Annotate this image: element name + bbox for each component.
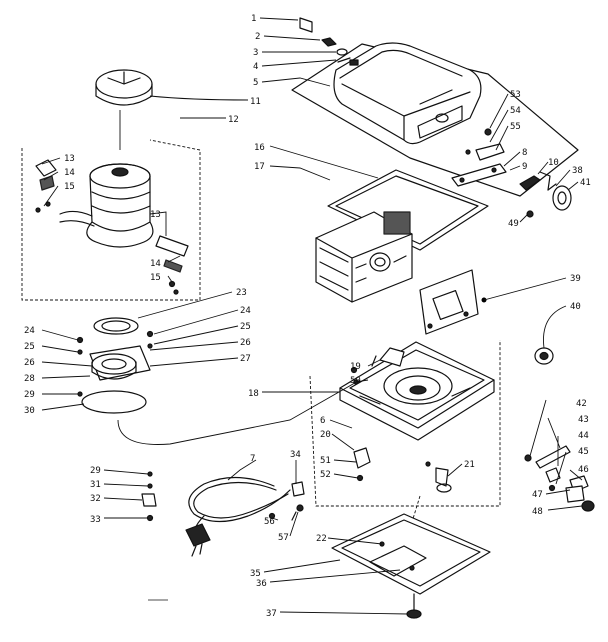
callout-label: 28	[24, 374, 35, 384]
cover-latch-parts	[299, 17, 351, 63]
callout-label: 26	[240, 338, 251, 348]
callout-label: 19	[350, 362, 361, 372]
base-small-parts	[350, 366, 452, 493]
bottom-left-hardware	[141, 471, 157, 522]
callout-label: 26	[24, 358, 35, 368]
motor-brush-right	[155, 235, 189, 295]
motor-group-outline	[21, 139, 201, 301]
callout-label: 32	[90, 494, 101, 504]
callout-label: 41	[580, 178, 591, 188]
callout-label: 3	[253, 48, 258, 58]
callout-label: 25	[240, 322, 251, 332]
callout-label: 27	[240, 354, 251, 364]
cover-hardware	[451, 128, 572, 218]
callout-label: 10	[548, 158, 559, 168]
callout-label: 9	[522, 162, 527, 172]
callout-label: 38	[572, 166, 583, 176]
grommet-40	[534, 347, 554, 365]
callout-label: 14	[64, 168, 75, 178]
callout-label: 24	[24, 326, 35, 336]
callout-label: 6	[320, 416, 325, 426]
callout-label: 7	[250, 454, 255, 464]
callout-label: 55	[510, 122, 521, 132]
callout-label: 39	[570, 274, 581, 284]
callout-label: 15	[150, 273, 161, 283]
callout-label: 52	[320, 470, 331, 480]
callout-label: 33	[90, 515, 101, 525]
callout-label: 8	[522, 148, 527, 158]
callout-label: 25	[24, 342, 35, 352]
callout-label: 49	[508, 219, 519, 229]
rear-panel	[419, 269, 479, 335]
callout-label: 21	[464, 460, 475, 470]
top-cover-housing	[291, 42, 579, 197]
callout-label: 20	[320, 430, 331, 440]
base-plate	[339, 341, 495, 441]
callout-label: 45	[578, 447, 589, 457]
cord-hardware	[268, 481, 305, 521]
callout-label: 18	[248, 389, 259, 399]
callout-label: 34	[290, 450, 301, 460]
callout-label: 43	[578, 415, 589, 425]
motor-brush-left	[35, 159, 57, 213]
callout-label: 16	[254, 143, 265, 153]
callout-label: 30	[24, 406, 35, 416]
callout-label: 31	[90, 480, 101, 490]
base-group-outline	[309, 340, 501, 507]
callout-label: 14	[150, 259, 161, 269]
filter-bag	[315, 211, 413, 303]
motor-cap	[95, 69, 153, 106]
callout-label: 47	[532, 490, 543, 500]
callout-label: 48	[532, 507, 543, 517]
leader-lines	[41, 17, 583, 615]
callout-label: 54	[510, 106, 521, 116]
motor-assembly	[59, 163, 154, 248]
callout-label: 29	[90, 466, 101, 476]
callout-label: 15	[64, 182, 75, 192]
callout-label: 36	[256, 579, 267, 589]
callout-label: 13	[64, 154, 75, 164]
callout-label: 53	[510, 90, 521, 100]
callout-label: 51	[320, 456, 331, 466]
power-cord	[185, 476, 291, 557]
callout-label: 22	[316, 534, 327, 544]
callout-label: 12	[228, 115, 239, 125]
callout-label: 4	[253, 62, 258, 72]
callout-label: 50	[350, 376, 361, 386]
callout-label: 40	[570, 302, 581, 312]
callout-label: 13	[150, 210, 161, 220]
callout-label: 46	[578, 465, 589, 475]
callout-label: 17	[254, 162, 265, 172]
bottom-pad	[331, 513, 491, 595]
callout-label: 42	[576, 399, 587, 409]
caster-parts	[524, 445, 595, 512]
callout-label: 11	[250, 97, 261, 107]
callout-label: 29	[24, 390, 35, 400]
callout-label: 56	[264, 517, 275, 527]
callout-label: 2	[255, 32, 260, 42]
callout-label: 37	[266, 609, 277, 619]
foot-37	[406, 593, 422, 619]
callout-label: 23	[236, 288, 247, 298]
callout-label: 44	[578, 431, 589, 441]
callout-label: 57	[278, 533, 289, 543]
callout-label: 24	[240, 306, 251, 316]
motor-mount	[76, 317, 154, 414]
callout-labels: 1 2 3 4 5 11 12 13 14 15 13 14 15 16 17 …	[24, 14, 591, 619]
callout-label: 5	[253, 78, 258, 88]
callout-label: 35	[250, 569, 261, 579]
callout-label: 1	[251, 14, 256, 24]
